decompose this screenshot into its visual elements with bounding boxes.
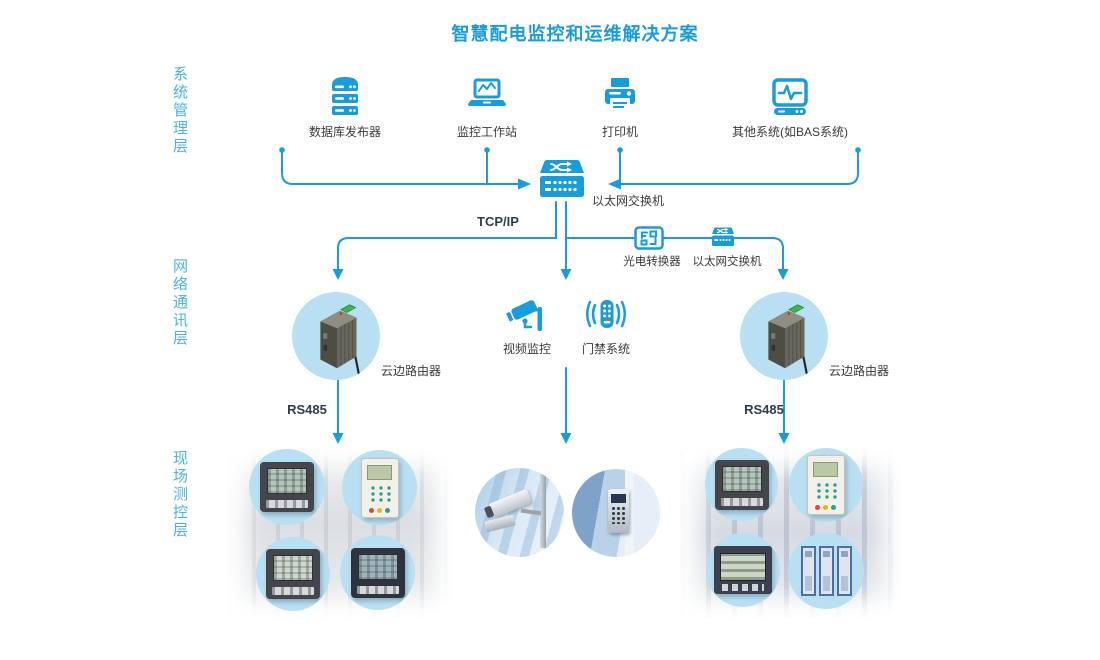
node-database-server: 数据库发布器 <box>265 74 425 140</box>
meter-buttons <box>722 584 764 591</box>
video-node-label: 视频监控 <box>502 342 551 356</box>
rs485-left-label: RS485 <box>287 402 327 417</box>
printer-icon <box>605 78 635 111</box>
meter-screen <box>720 553 766 581</box>
layer-label-network: 网络通讯层 <box>171 258 188 348</box>
door-frame <box>625 469 634 557</box>
node-label: 打印机 <box>601 125 638 139</box>
meter-screen <box>357 553 398 580</box>
relay-leds <box>368 507 374 513</box>
power-meter-photo <box>714 459 769 510</box>
node-label: 其他系统(如BAS系统) <box>731 125 848 139</box>
meter-screen <box>267 468 307 494</box>
ethernet-switch-icon <box>540 160 584 197</box>
field-device-circle <box>342 450 417 525</box>
protection-relay-photo <box>807 455 845 515</box>
tcpip-label: TCP/IP <box>477 214 519 229</box>
edge-router-left <box>292 292 380 380</box>
cabinet <box>800 546 816 596</box>
edge-router-right <box>740 292 828 380</box>
field-device-circle <box>705 448 778 521</box>
core-switch-label: 以太网交换机 <box>592 194 665 208</box>
relay-keypad <box>368 484 393 503</box>
node-monitor-workstation: 监控工作站 <box>407 74 567 140</box>
access-control-icon <box>586 300 626 328</box>
other-system-icon <box>772 78 808 115</box>
relay-keypad <box>815 482 839 500</box>
rs485-right-label: RS485 <box>744 402 784 417</box>
relay-leds <box>815 505 820 510</box>
relay-screen <box>813 462 838 477</box>
fiber-converter-icon <box>634 226 664 250</box>
meter-buttons <box>266 500 308 508</box>
access-keypad-photo <box>572 469 660 557</box>
field-device-circle <box>256 537 330 611</box>
fiber-converter-label: 光电转换器 <box>623 256 681 268</box>
field-device-circle <box>249 449 325 525</box>
node-other-system: 其他系统(如BAS系统) <box>690 74 890 140</box>
camera-pole <box>540 474 546 548</box>
edge-router-photo <box>320 304 361 378</box>
field-device-circle <box>706 533 780 607</box>
relay-screen <box>366 464 392 480</box>
edge-router-left-label: 云边路由器 <box>381 364 442 378</box>
power-meter-photo <box>266 549 320 599</box>
power-meter-photo <box>714 546 772 594</box>
field-device-circle <box>788 533 864 609</box>
monitor-workstation-icon <box>468 78 506 106</box>
cabinet <box>836 546 852 596</box>
meter-buttons <box>356 585 399 594</box>
keypad-panel <box>608 489 629 533</box>
ethernet-switch-small-label: 以太网交换机 <box>692 256 762 268</box>
field-device-circle <box>340 535 415 610</box>
cabinet <box>818 546 834 596</box>
power-meter-photo <box>260 462 314 512</box>
database-server-icon <box>332 77 358 115</box>
access-node-label: 门禁系统 <box>581 342 630 356</box>
layer-label-management: 系统管理层 <box>171 66 188 156</box>
cctv-cameras-photo <box>475 468 564 557</box>
switchgear-cabinets-photo <box>800 546 852 596</box>
meter-buttons <box>272 587 314 595</box>
field-device-circle <box>789 448 863 522</box>
ethernet-switch-small-icon <box>712 227 734 246</box>
page-title: 智慧配电监控和运维解决方案 <box>451 24 699 44</box>
protection-relay-photo <box>360 457 399 518</box>
node-label: 数据库发布器 <box>308 125 381 139</box>
node-label: 监控工作站 <box>456 125 517 139</box>
layer-label-field: 现场测控层 <box>171 450 188 540</box>
meter-buttons <box>720 497 763 506</box>
meter-screen <box>721 465 762 492</box>
power-meter-photo <box>350 547 405 598</box>
node-printer: 打印机 <box>540 74 700 140</box>
meter-screen <box>273 555 313 581</box>
edge-router-right-label: 云边路由器 <box>829 364 890 378</box>
cctv-camera-icon <box>506 300 542 331</box>
edge-router-photo <box>768 304 809 378</box>
